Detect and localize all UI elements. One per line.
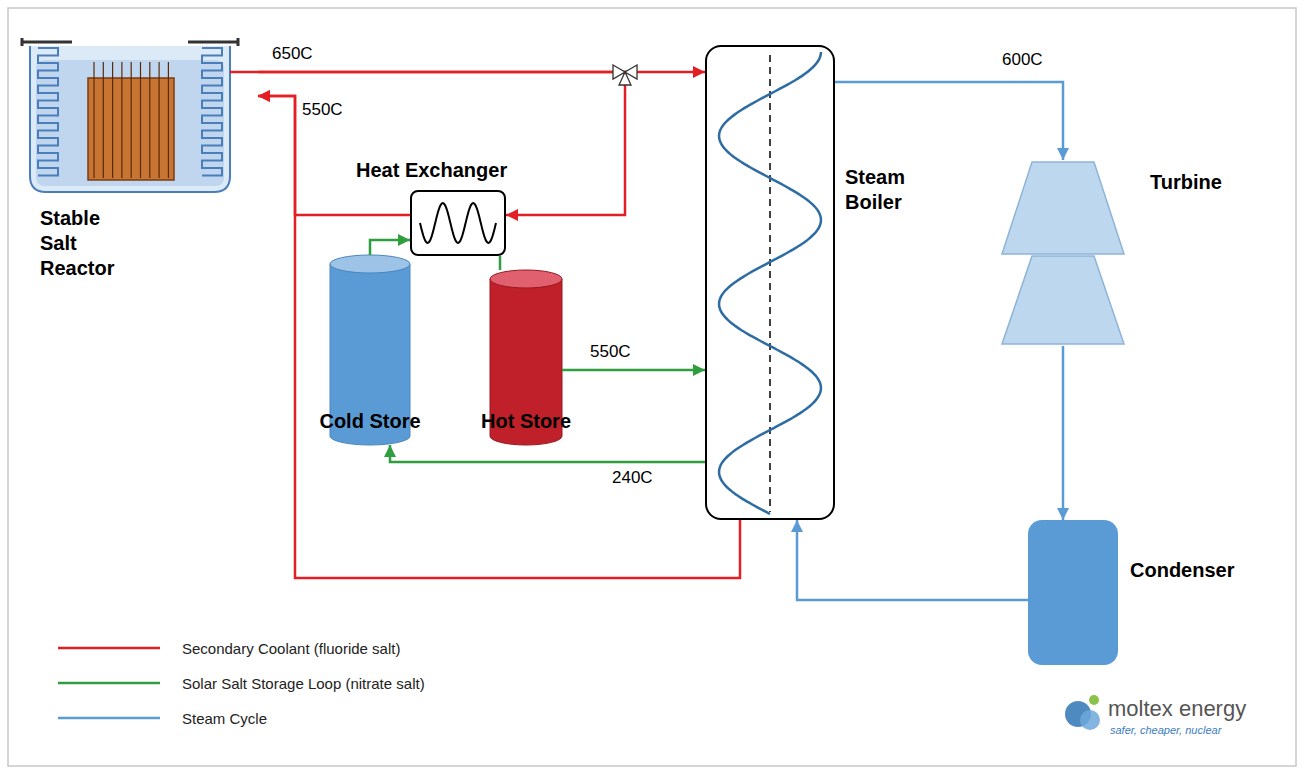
pipe-connector	[835, 82, 1063, 160]
core-rods	[94, 62, 168, 178]
boiler-coil	[719, 52, 821, 514]
outer-frame	[8, 8, 1296, 766]
node-label: Cold Store	[300, 409, 440, 434]
fuel-rod	[121, 62, 122, 178]
legend-line	[58, 682, 160, 685]
valve-symbol	[613, 65, 637, 85]
temperature-anchor: 550C	[302, 100, 343, 120]
logo-text: moltex energy	[1108, 696, 1246, 722]
pipe-connector	[258, 72, 625, 215]
heat-exchanger-box: Heat Exchanger	[410, 190, 506, 256]
tank-top	[330, 255, 410, 273]
legend-item: Steam Cycle	[56, 708, 267, 728]
heat-exchanger-coil	[420, 203, 496, 243]
legend-item: Solar Salt Storage Loop (nitrate salt)	[56, 673, 425, 693]
pipe-connector	[499, 256, 502, 270]
storage-tank: Cold Store	[330, 255, 410, 445]
reactor-lid	[22, 38, 238, 46]
legend-line-sample	[56, 708, 162, 728]
node-label: Stable Salt Reactor	[40, 206, 140, 281]
legend-item: Secondary Coolant (fluoride salt)	[56, 638, 400, 658]
temperature-anchor: 240C	[612, 468, 653, 488]
fuel-rod	[168, 62, 169, 178]
legend-text: Secondary Coolant (fluoride salt)	[182, 640, 400, 657]
pipe-connector	[390, 445, 705, 462]
reactor-pool	[36, 60, 224, 186]
legend-line-sample	[56, 638, 162, 658]
node-label: Hot Store	[456, 409, 596, 434]
node-label: Steam Boiler	[845, 165, 935, 215]
outlet-pipe	[230, 71, 258, 74]
reactor-illustration	[22, 38, 258, 192]
turbine-stage	[1002, 162, 1124, 254]
legend-text: Steam Cycle	[182, 710, 267, 727]
label-anchor: safer, cheaper, nuclear	[1110, 724, 1221, 736]
turbine-illustration	[1002, 162, 1124, 344]
pipe-connector	[258, 96, 410, 215]
fuel-rod	[93, 62, 94, 178]
tank-top	[490, 270, 562, 288]
condenser-box: Condenser	[1028, 520, 1118, 665]
temperature-anchor: 600C	[1002, 50, 1043, 70]
coil-line	[420, 203, 496, 243]
logo-circle	[1089, 695, 1099, 705]
turbine: Turbine	[1000, 160, 1126, 346]
legend-line-sample	[56, 673, 162, 693]
fuel-rod	[149, 62, 150, 178]
logo-mark	[1065, 695, 1100, 730]
boiler-centreline	[769, 55, 771, 512]
label-anchor: moltex energy	[1108, 696, 1246, 722]
storage-tank: Hot Store	[490, 270, 562, 445]
coil-line	[719, 52, 821, 514]
temperature-anchor: 550C	[590, 342, 631, 362]
fuel-rod	[131, 62, 132, 178]
temperature-label: 650C	[272, 44, 313, 64]
turbine-stage	[1002, 256, 1124, 344]
node-label: Heat Exchanger	[356, 158, 506, 183]
temperature-label: 550C	[302, 100, 343, 120]
temperature-label: 240C	[612, 468, 653, 488]
temperature-anchor: 650C	[272, 44, 313, 64]
reactor-vessel	[30, 46, 230, 192]
pipe-connector	[797, 520, 1028, 600]
temperature-label: 550C	[590, 342, 631, 362]
cooling-coil	[202, 48, 222, 176]
logo-text: safer, cheaper, nuclear	[1110, 724, 1221, 736]
fuel-rod	[103, 62, 104, 178]
fuel-rod	[112, 62, 113, 178]
pipe-connector	[562, 369, 705, 372]
reactor: Stable Salt Reactor	[20, 36, 258, 346]
pipe-connector	[370, 240, 410, 255]
fuel-rod	[159, 62, 160, 178]
fuel-rod	[140, 62, 141, 178]
pipe-connector	[1062, 346, 1065, 520]
legend-line	[58, 717, 160, 720]
pipe-connector	[258, 96, 740, 578]
temperature-label: 600C	[1002, 50, 1043, 70]
logo-circle	[1080, 710, 1100, 730]
steam-boiler: Steam Boiler	[705, 45, 835, 520]
three-way-valve	[613, 65, 637, 85]
node-label: Condenser	[1130, 558, 1260, 583]
cooling-coil	[38, 48, 58, 176]
legend-text: Solar Salt Storage Loop (nitrate salt)	[182, 675, 425, 692]
node-label: Turbine	[1150, 170, 1250, 195]
legend-line	[58, 647, 160, 650]
